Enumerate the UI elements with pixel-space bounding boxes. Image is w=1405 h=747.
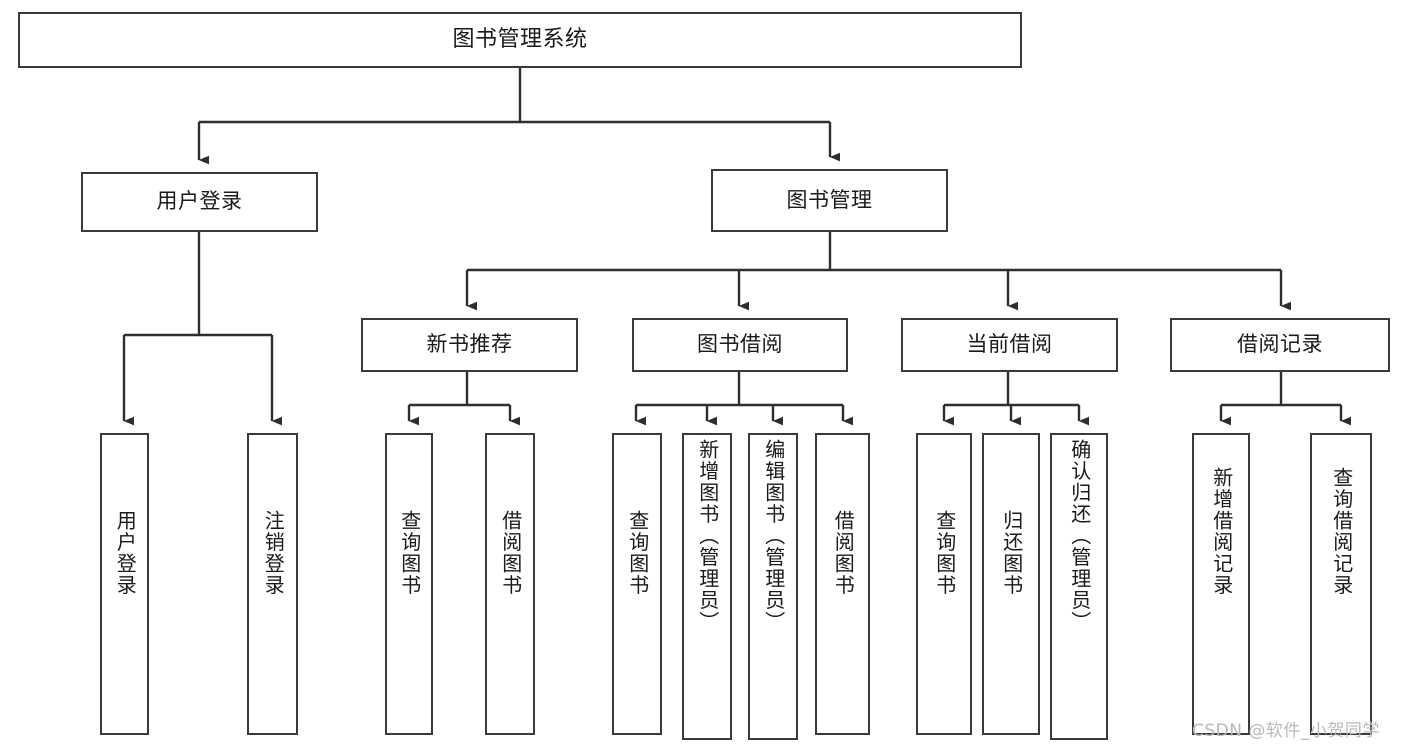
leaf-label: 编辑图书（管理员） xyxy=(761,439,786,633)
node-label: 图书借阅 xyxy=(697,332,783,357)
node-book-management[interactable]: 图书管理 xyxy=(711,169,948,232)
node-current-borrow[interactable]: 当前借阅 xyxy=(901,318,1118,372)
node-user-login[interactable]: 用户登录 xyxy=(81,172,318,232)
leaf-book-borrow-borrow-book[interactable]: 借阅图书 xyxy=(815,433,870,735)
leaf-new-book-borrow-book[interactable]: 借阅图书 xyxy=(485,433,535,735)
leaf-label: 查询借阅记录 xyxy=(1329,467,1354,596)
node-new-book-recommend[interactable]: 新书推荐 xyxy=(361,318,578,372)
leaf-label: 查询图书 xyxy=(625,510,650,596)
node-root-book-management-system[interactable]: 图书管理系统 xyxy=(18,12,1022,68)
node-book-borrow[interactable]: 图书借阅 xyxy=(632,318,848,372)
leaf-label: 查询图书 xyxy=(932,510,957,596)
leaf-label: 新增借阅记录 xyxy=(1209,467,1234,596)
node-borrow-record[interactable]: 借阅记录 xyxy=(1170,318,1390,372)
leaf-label: 借阅图书 xyxy=(498,510,523,596)
leaf-label: 归还图书 xyxy=(999,510,1024,596)
csdn-watermark: CSDN @软件_小贺同学 xyxy=(1192,721,1380,741)
leaf-label: 查询图书 xyxy=(397,510,422,596)
leaf-borrow-record-add-record[interactable]: 新增借阅记录 xyxy=(1192,433,1250,735)
leaf-book-borrow-query-book[interactable]: 查询图书 xyxy=(612,433,662,735)
leaf-current-borrow-query-book[interactable]: 查询图书 xyxy=(916,433,972,735)
leaf-user-login-login[interactable]: 用户登录 xyxy=(100,433,149,735)
leaf-new-book-query-book[interactable]: 查询图书 xyxy=(385,433,433,735)
leaf-label: 用户登录 xyxy=(113,510,138,596)
leaf-label: 借阅图书 xyxy=(831,510,856,596)
node-label: 图书管理 xyxy=(786,187,873,212)
leaf-current-borrow-confirm-return-admin[interactable]: 确认归还（管理员） xyxy=(1050,433,1108,740)
node-label: 借阅记录 xyxy=(1237,332,1323,357)
node-label: 当前借阅 xyxy=(966,332,1053,357)
leaf-current-borrow-return-book[interactable]: 归还图书 xyxy=(982,433,1040,735)
leaf-label: 确认归还（管理员） xyxy=(1067,439,1092,633)
leaf-label: 新增图书（管理员） xyxy=(695,439,720,633)
leaf-user-login-logout[interactable]: 注销登录 xyxy=(247,433,298,735)
leaf-borrow-record-query-record[interactable]: 查询借阅记录 xyxy=(1310,433,1372,735)
leaf-book-borrow-add-book-admin[interactable]: 新增图书（管理员） xyxy=(682,433,732,740)
node-label: 新书推荐 xyxy=(426,332,513,357)
node-label: 用户登录 xyxy=(156,189,243,214)
leaf-book-borrow-edit-book-admin[interactable]: 编辑图书（管理员） xyxy=(748,433,798,740)
node-label: 图书管理系统 xyxy=(452,26,588,52)
leaf-label: 注销登录 xyxy=(261,510,286,596)
